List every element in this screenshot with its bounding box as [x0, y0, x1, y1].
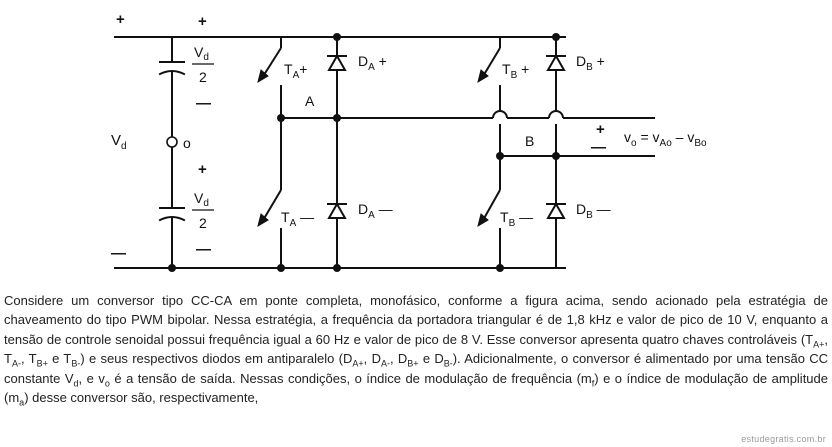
- da-minus-diode-icon: [327, 201, 347, 219]
- cap-top-plus: +: [198, 13, 207, 30]
- ta-plus-label: TA+: [284, 61, 307, 81]
- cap-bottom-minus: —: [196, 241, 211, 258]
- crossover-hop-2: [548, 110, 564, 119]
- cap-bottom-fraction-den: 2: [199, 215, 207, 231]
- junction-dot: [277, 264, 285, 272]
- output-minus: —: [591, 139, 606, 156]
- crossover-hop-1: [492, 110, 508, 119]
- db-minus-label: DB —: [576, 201, 611, 221]
- tb-minus-switch-blade: [481, 189, 501, 223]
- junction-dot: [552, 152, 560, 160]
- junction-dot: [277, 114, 285, 122]
- da-minus-label: DA —: [358, 201, 393, 221]
- tb-minus-arrow-icon: [477, 213, 489, 228]
- tb-plus-arrow-icon: [477, 69, 489, 84]
- vd-label: Vd: [111, 132, 127, 152]
- output-plus: +: [596, 121, 605, 138]
- site-watermark: estudegratis.com.br: [741, 434, 826, 444]
- db-plus-label: DB +: [576, 53, 605, 73]
- cap-top-fraction-num: Vd: [194, 44, 209, 63]
- junction-dot: [496, 264, 504, 272]
- junction-dot: [552, 33, 560, 41]
- junction-dot: [168, 264, 176, 272]
- da-plus-diode-icon: [327, 53, 347, 71]
- node-a-label: A: [305, 93, 315, 109]
- midpoint-label: o: [183, 135, 191, 151]
- db-minus-diode-icon: [546, 201, 566, 219]
- ta-minus-label: TA —: [281, 209, 314, 229]
- output-voltage-equation: vo = vAo – vBo: [624, 129, 707, 149]
- midpoint-node-o: [166, 136, 178, 148]
- node-b-label: B: [525, 133, 534, 149]
- inverter-circuit-diagram: + — Vd o + Vd 2 — + Vd 2 — TA+ TA — TB +: [111, 11, 707, 272]
- cap-bottom-plus: +: [198, 161, 207, 178]
- cap-top-minus: —: [196, 95, 211, 112]
- junction-dot: [333, 33, 341, 41]
- tb-minus-label: TB —: [500, 209, 533, 229]
- cap-top-fraction-den: 2: [199, 69, 207, 85]
- da-plus-label: DA +: [358, 53, 387, 73]
- junction-dot: [333, 264, 341, 272]
- dc-plus-label: +: [116, 11, 125, 28]
- cap-bottom-fraction-num: Vd: [194, 190, 209, 209]
- tb-plus-label: TB +: [502, 61, 529, 81]
- junction-dot: [333, 114, 341, 122]
- dc-minus-label: —: [111, 245, 126, 262]
- question-text: Considere um conversor tipo CC-CA em pon…: [4, 293, 829, 408]
- ta-minus-arrow-icon: [257, 213, 269, 228]
- ta-plus-arrow-icon: [257, 69, 269, 84]
- junction-dot: [496, 152, 504, 160]
- ta-minus-switch-blade: [261, 189, 282, 223]
- db-plus-diode-icon: [546, 53, 566, 71]
